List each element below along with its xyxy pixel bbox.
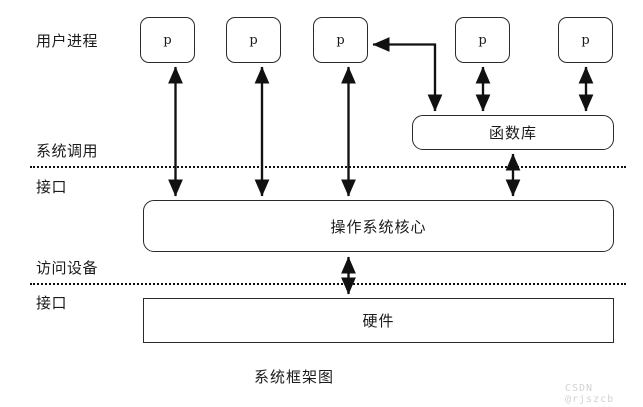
- connector-library-to-proc3: [372, 37, 443, 112]
- process-box-2-label: p: [249, 32, 258, 48]
- process-box-3[interactable]: p: [313, 17, 368, 63]
- process-box-5-label: p: [581, 32, 590, 48]
- csdn-watermark: CSDN @rjszcb: [565, 383, 615, 405]
- row-label-device-access-interface: 接口: [36, 294, 68, 312]
- hardware-box[interactable]: 硬件: [143, 298, 614, 343]
- row-label-system-call-interface: 接口: [36, 178, 68, 196]
- process-box-1-label: p: [163, 32, 172, 48]
- diagram-caption: 系统框架图: [254, 368, 335, 386]
- function-library-box[interactable]: 函数库: [412, 115, 614, 150]
- hardware-label: 硬件: [362, 312, 395, 330]
- process-box-1[interactable]: p: [140, 17, 195, 63]
- process-box-3-label: p: [336, 32, 345, 48]
- process-box-5[interactable]: p: [558, 17, 613, 63]
- function-library-label: 函数库: [488, 124, 537, 142]
- row-label-device-access: 访问设备: [36, 259, 99, 277]
- process-box-4[interactable]: p: [455, 17, 510, 63]
- process-box-4-label: p: [478, 32, 487, 48]
- device-access-interface-line: [30, 283, 626, 285]
- os-kernel-box[interactable]: 操作系统核心: [143, 200, 614, 252]
- os-kernel-label: 操作系统核心: [330, 217, 427, 236]
- process-box-2[interactable]: p: [226, 17, 281, 63]
- system-call-interface-line: [30, 166, 626, 168]
- row-label-system-call: 系统调用: [36, 142, 99, 160]
- row-label-user-process: 用户进程: [36, 32, 99, 50]
